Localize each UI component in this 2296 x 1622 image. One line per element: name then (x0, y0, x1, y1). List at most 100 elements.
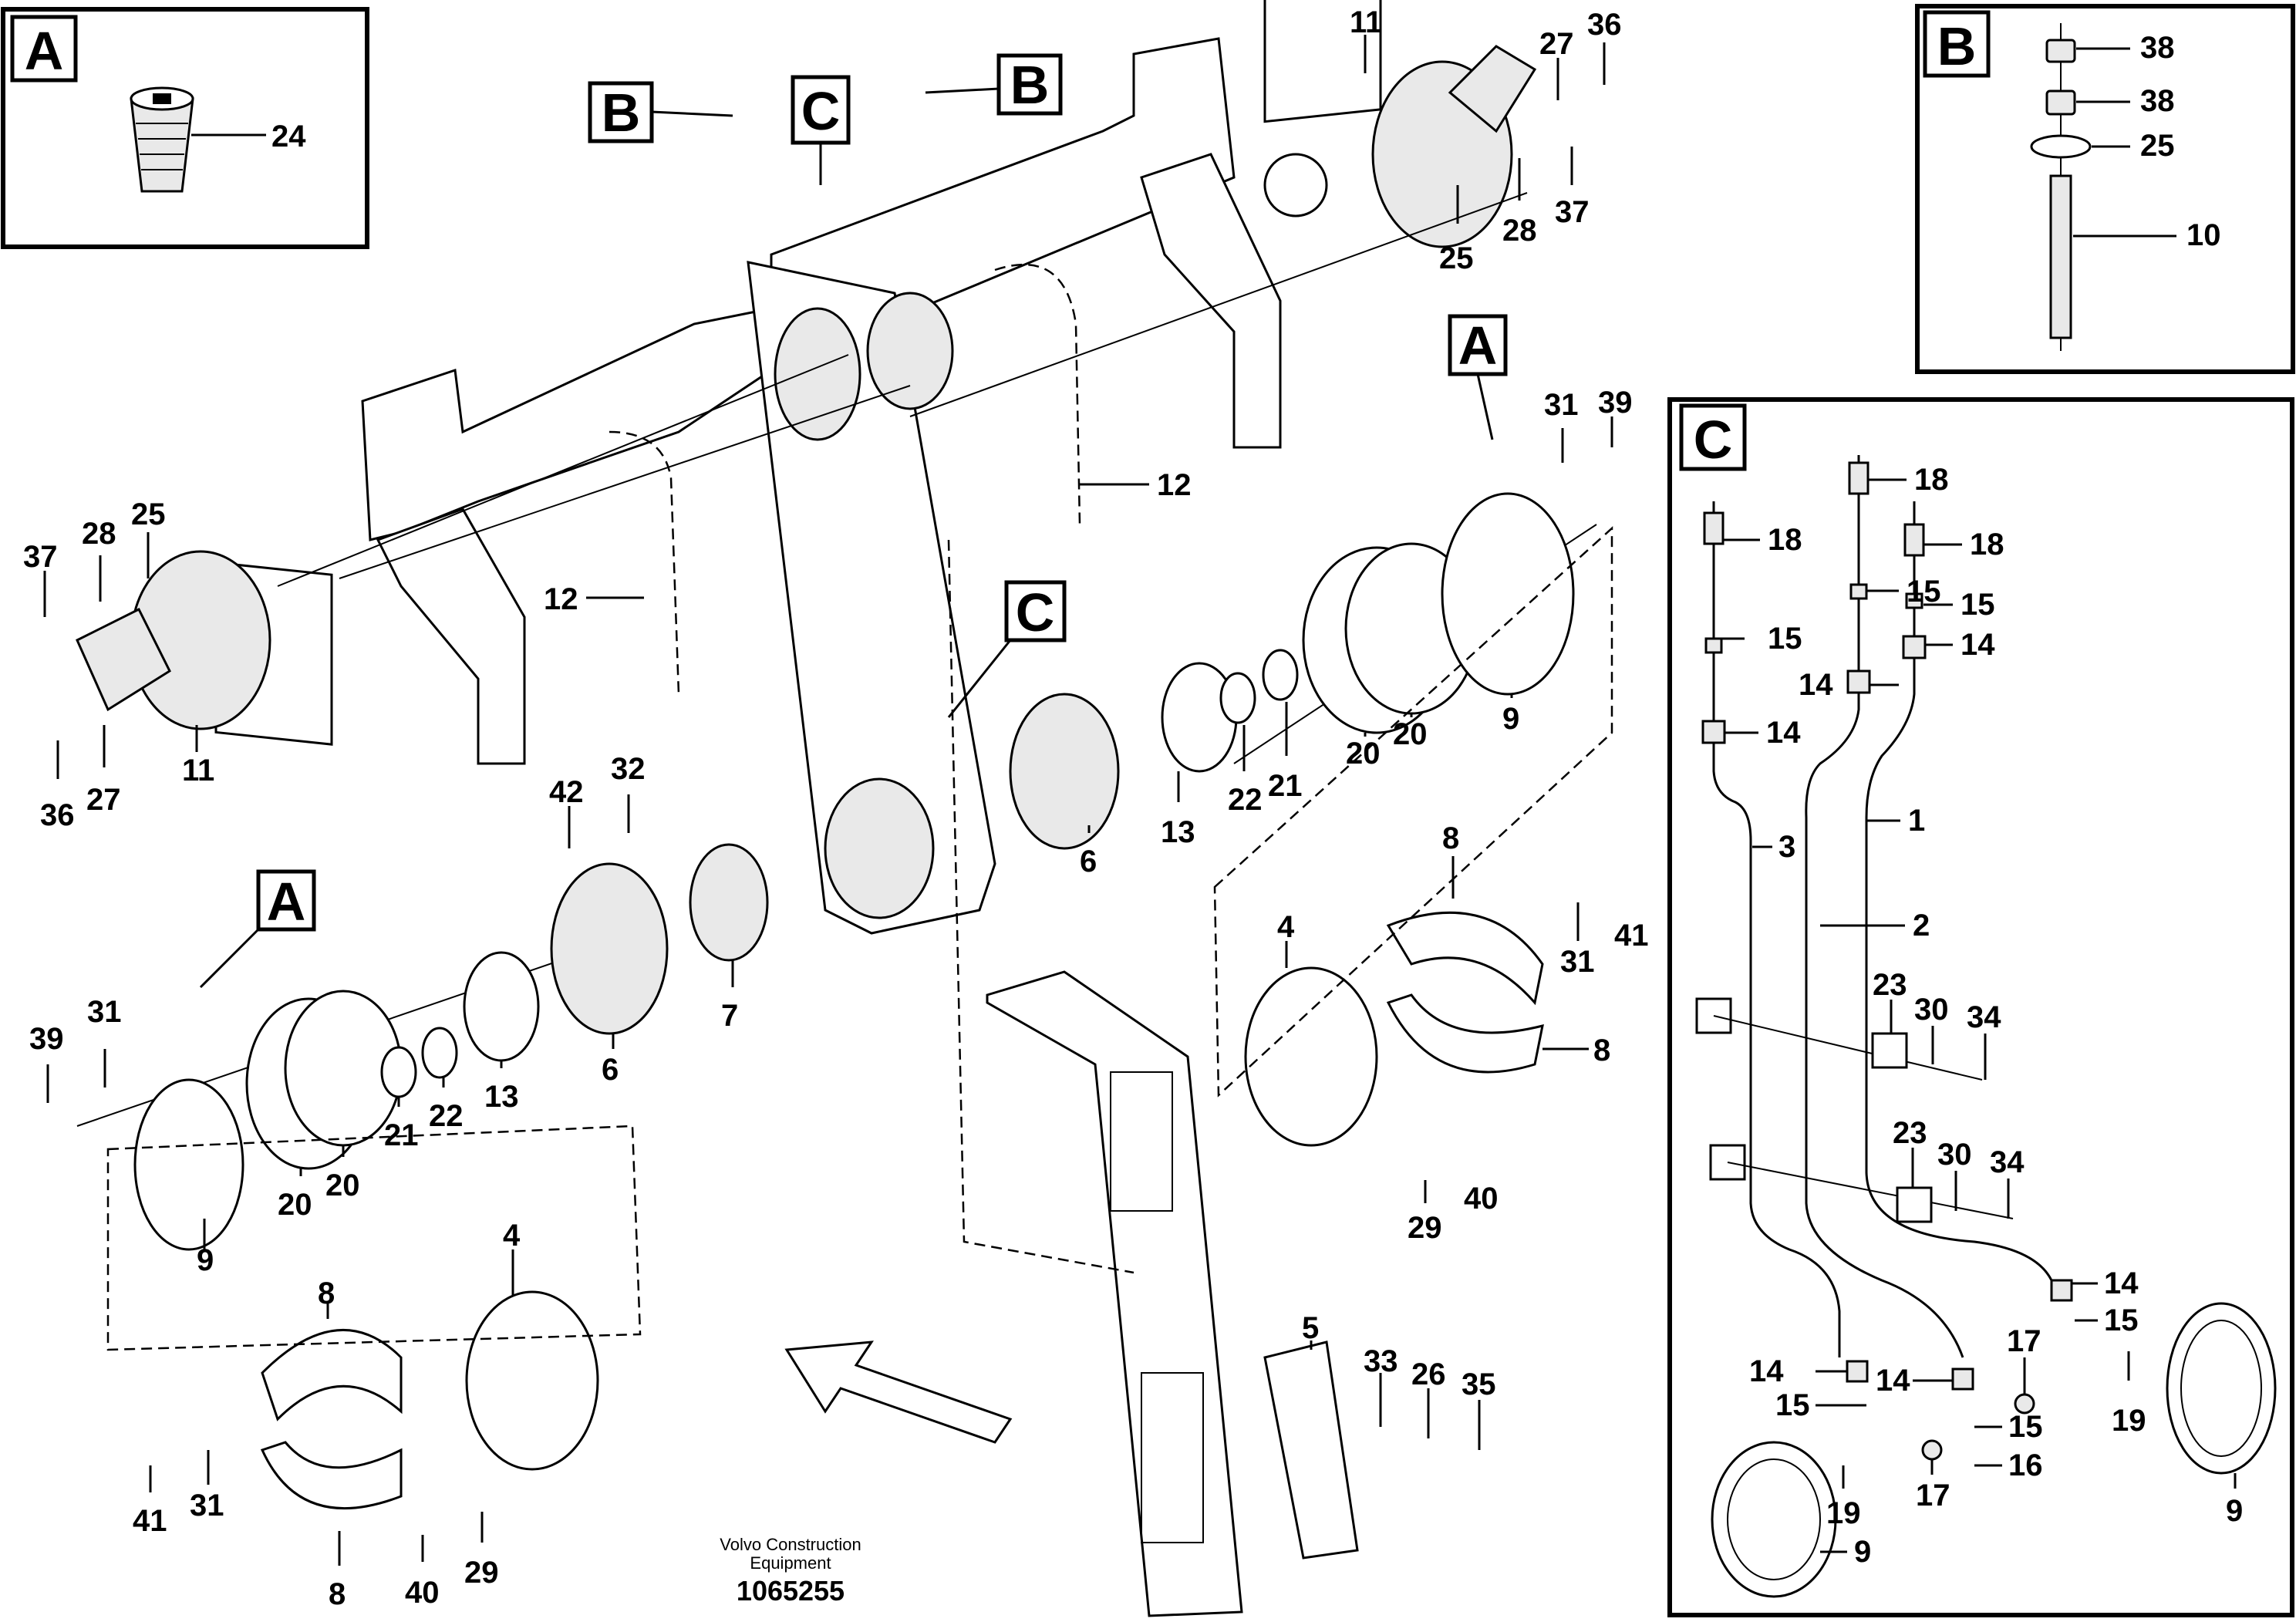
label-7: 7 (721, 999, 738, 1033)
label-6: 6 (1080, 845, 1097, 878)
label-18: 18 (1914, 463, 1949, 497)
label-23: 23 (1893, 1116, 1927, 1150)
label-38: 38 (2140, 84, 2175, 118)
label-20: 20 (278, 1188, 312, 1222)
label-15: 15 (2104, 1303, 2139, 1337)
label-18: 18 (1970, 528, 2004, 561)
label-15: 15 (1961, 588, 1995, 622)
company-line-2: Equipment (750, 1553, 831, 1573)
label-20: 20 (325, 1168, 360, 1202)
label-40: 40 (405, 1576, 440, 1610)
label-22: 22 (429, 1099, 464, 1133)
label-14: 14 (1799, 668, 1833, 702)
callout-a-left: A (267, 872, 306, 932)
label-24: 24 (271, 120, 306, 153)
label-15: 15 (2008, 1410, 2043, 1444)
main-part-labels: 11 36 27 37 28 25 12 37 28 25 11 36 27 1… (23, 5, 1649, 1611)
hydraulic-motor-right (1263, 0, 1537, 248)
label-31: 31 (1544, 388, 1579, 422)
label-8: 8 (318, 1276, 335, 1310)
label-14: 14 (1749, 1354, 1784, 1388)
label-34: 34 (1967, 1000, 2001, 1034)
label-4: 4 (1277, 910, 1295, 944)
callout-c-mid: C (1016, 582, 1055, 642)
label-40: 40 (1464, 1182, 1499, 1216)
callout-a-right: A (1458, 315, 1498, 376)
label-38: 38 (2140, 31, 2175, 65)
label-6: 6 (602, 1053, 619, 1087)
label-39: 39 (29, 1022, 64, 1056)
callout-b-left: B (602, 83, 641, 143)
drawing-number: 1065255 (737, 1575, 845, 1607)
label-39: 39 (1598, 386, 1633, 420)
label-32: 32 (611, 752, 646, 786)
label-19: 19 (2112, 1404, 2146, 1438)
label-15: 15 (1775, 1388, 1810, 1422)
label-36: 36 (40, 798, 75, 832)
label-15: 15 (1907, 575, 1941, 609)
label-41: 41 (133, 1504, 167, 1538)
label-13: 13 (1161, 815, 1195, 849)
drawing-footer: Volvo Construction Equipment 1065255 (720, 1535, 861, 1607)
label-31: 31 (87, 995, 122, 1029)
set-screw-part (130, 86, 194, 193)
label-29: 29 (1408, 1211, 1442, 1245)
label-9: 9 (1854, 1535, 1871, 1569)
callout-b-right: B (1010, 55, 1050, 115)
label-31: 31 (1560, 945, 1595, 979)
label-16: 16 (2008, 1448, 2043, 1482)
label-27: 27 (86, 783, 121, 817)
label-3: 3 (1778, 830, 1795, 864)
hydraulic-motor-left (76, 550, 333, 746)
label-15: 15 (1768, 622, 1802, 656)
inset-a: A 24 (1, 7, 369, 249)
label-21: 21 (1268, 769, 1303, 803)
label-28: 28 (1502, 214, 1537, 248)
label-18: 18 (1768, 523, 1802, 557)
label-14: 14 (2104, 1266, 2139, 1300)
label-41: 41 (1614, 919, 1649, 953)
label-20: 20 (1393, 717, 1428, 751)
label-9: 9 (2226, 1494, 2243, 1528)
callout-tags: B C B A C A (199, 53, 1508, 989)
label-27: 27 (1539, 27, 1574, 61)
inset-c: C (1667, 397, 2294, 1617)
label-22: 22 (1228, 783, 1263, 817)
company-line-1: Volvo Construction (720, 1535, 861, 1554)
label-14: 14 (1961, 628, 1995, 662)
inset-c-letter: C (1694, 410, 1733, 470)
label-12: 12 (1157, 468, 1192, 502)
label-42: 42 (549, 775, 584, 809)
label-12: 12 (544, 582, 578, 616)
label-9: 9 (197, 1243, 214, 1277)
label-11: 11 (182, 754, 214, 787)
label-34: 34 (1990, 1145, 2025, 1179)
label-35: 35 (1462, 1367, 1496, 1401)
label-9: 9 (1502, 702, 1519, 736)
label-30: 30 (1937, 1138, 1972, 1172)
label-25: 25 (1439, 241, 1474, 275)
label-4: 4 (503, 1219, 521, 1253)
label-8: 8 (1593, 1034, 1610, 1067)
label-5: 5 (1302, 1311, 1319, 1345)
label-29: 29 (464, 1556, 499, 1590)
label-2: 2 (1913, 909, 1930, 943)
label-25: 25 (131, 497, 166, 531)
label-21: 21 (384, 1118, 419, 1152)
label-37: 37 (23, 540, 58, 574)
inset-a-letter: A (25, 21, 64, 81)
label-14: 14 (1766, 716, 1801, 750)
inset-b-letter: B (1937, 16, 1977, 76)
label-23: 23 (1873, 968, 1907, 1002)
label-17: 17 (2007, 1324, 2041, 1358)
callout-c-top: C (801, 81, 841, 141)
label-37: 37 (1555, 195, 1590, 229)
label-8: 8 (1442, 821, 1459, 855)
label-11: 11 (1350, 5, 1382, 39)
label-20: 20 (1346, 737, 1381, 771)
label-19: 19 (1826, 1496, 1861, 1530)
label-33: 33 (1364, 1344, 1398, 1378)
label-13: 13 (484, 1080, 519, 1114)
label-36: 36 (1587, 8, 1622, 42)
